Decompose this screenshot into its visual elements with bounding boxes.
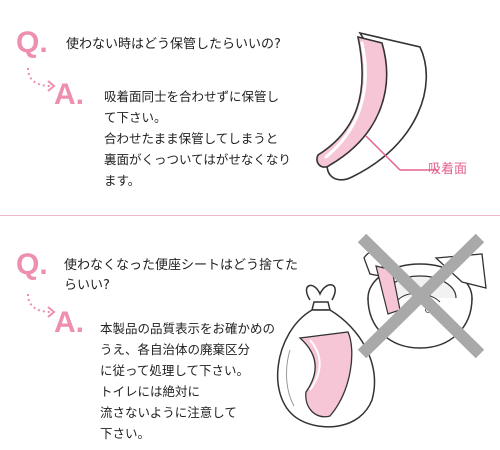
qa-section-disposal: Q. 使わなくなった便座シートはどう捨てた らいい? A. 本製品の品質表示をお… [0, 216, 500, 450]
answer-line: 本製品の品質表示をお確かめの [100, 321, 276, 336]
answer-line: トイレには絶対に [100, 384, 201, 399]
question-text: 使わない時はどう保管したらいいの? [66, 37, 281, 52]
question-line: らいい? [64, 278, 110, 293]
answer-text: 本製品の品質表示をお確かめの うえ、各自治体の廃棄区分 に従って処理して下さい。… [100, 318, 275, 444]
callout-line [365, 135, 438, 171]
answer-line: うえ、各自治体の廃棄区分 [100, 342, 251, 357]
answer-line: 下さい。 [100, 426, 151, 441]
answer-line: 合わせたまま保管してしまうと [104, 131, 279, 146]
answer-text: 吸着面同士を合わせずに保管し て下さい。 合わせたまま保管してしまうと 裏面がく… [104, 86, 291, 191]
dotted-arrow-icon [27, 293, 56, 318]
answer-line: 流さないように注意して [100, 405, 237, 420]
answer-mark-label: A. [54, 306, 84, 339]
question-text: 使わなくなった便座シートはどう捨てた らいい? [64, 256, 298, 296]
no-flush-illustration [357, 233, 487, 359]
question-mark-label: Q. [16, 26, 48, 59]
answer-line: 吸着面同士を合わせずに保管し [104, 89, 280, 104]
qa-section-storage: Q. 使わない時はどう保管したらいいの? A. 吸着面同士を合わせずに保管し て… [0, 0, 500, 215]
answer-line: て下さい。 [104, 110, 167, 125]
section-divider [0, 215, 500, 216]
seat-cover-illustration [316, 31, 428, 181]
adhesive-surface-label: 吸着面 [428, 162, 468, 177]
question-mark-label: Q. [16, 248, 48, 281]
answer-line: ます。 [104, 173, 141, 188]
answer-line: 裏面がくっついてはがせなくなり [104, 152, 291, 167]
question-line: 使わなくなった便座シートはどう捨てた [64, 258, 299, 273]
dotted-arrow-icon [27, 67, 56, 92]
answer-line: に従って処理して下さい。 [100, 363, 250, 378]
trash-bag-illustration [277, 284, 376, 428]
answer-mark-label: A. [54, 78, 84, 111]
